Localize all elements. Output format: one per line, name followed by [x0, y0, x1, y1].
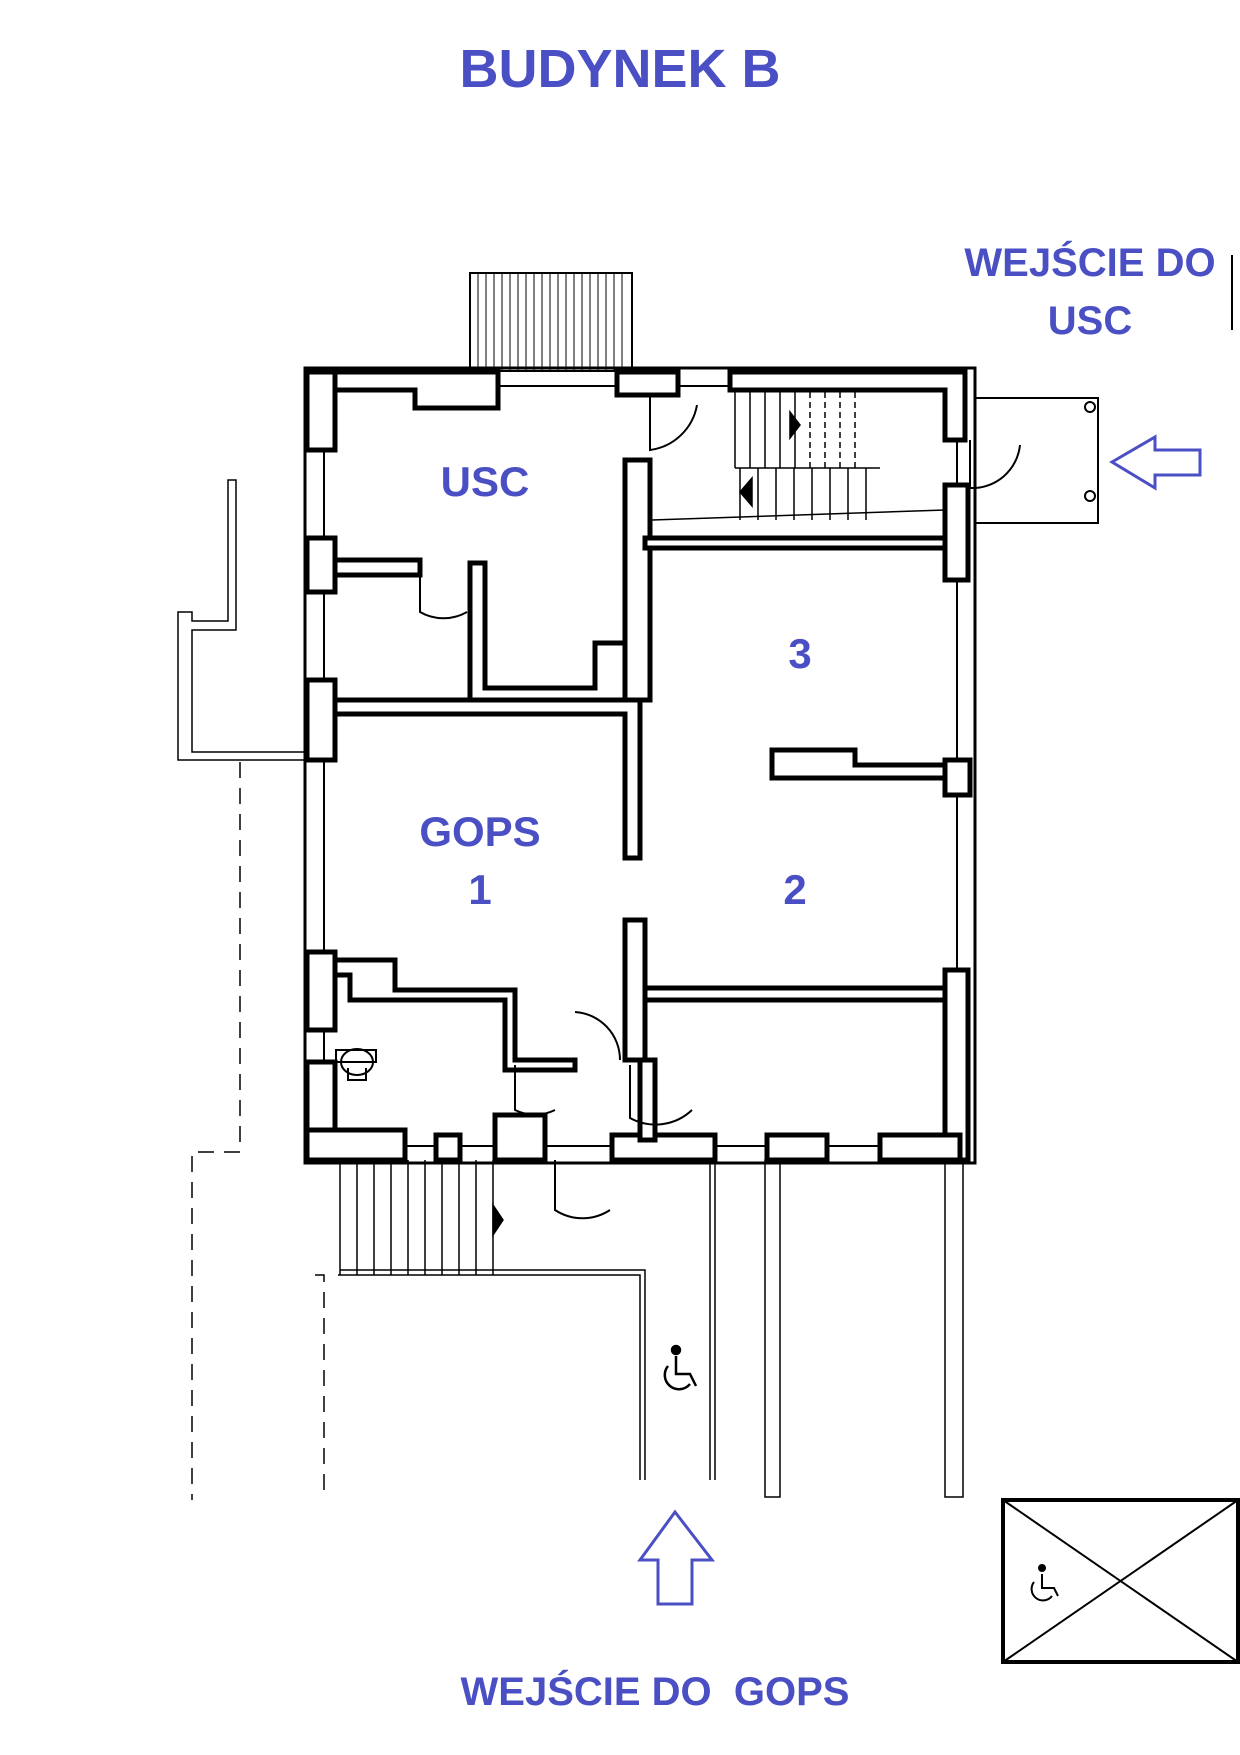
- gops-entrance-label: WEJŚCIE DO GOPS: [460, 1670, 850, 1714]
- front-stairs: [338, 1159, 964, 1498]
- doors: [419, 395, 1021, 1220]
- page-title: BUDYNEK B: [459, 39, 781, 99]
- disabled-parking-icon: [1001, 1498, 1240, 1664]
- rear-stairs: [469, 272, 633, 372]
- arrow-left-icon: [1109, 434, 1202, 491]
- usc-ramp: [974, 397, 1099, 524]
- room-label-2: 2: [783, 866, 807, 913]
- arrow-up-icon: [637, 1509, 716, 1606]
- usc-stairs: [651, 392, 946, 521]
- usc-entrance-label: WEJŚCIE DO USC: [960, 234, 1220, 350]
- usc-entrance-line1: WEJŚCIE DO: [964, 241, 1216, 285]
- room-label-usc: USC: [440, 458, 530, 505]
- room-label-3: 3: [788, 630, 812, 677]
- room-label-1: 1: [468, 866, 492, 913]
- interior-walls: [304, 369, 973, 1163]
- room-label-gops: GOPS: [419, 808, 541, 855]
- toilet-icon: [335, 1048, 377, 1081]
- usc-entrance-line2: USC: [1047, 299, 1133, 343]
- wheelchair-icon: [663, 1344, 698, 1391]
- left-terrace: [177, 479, 325, 1500]
